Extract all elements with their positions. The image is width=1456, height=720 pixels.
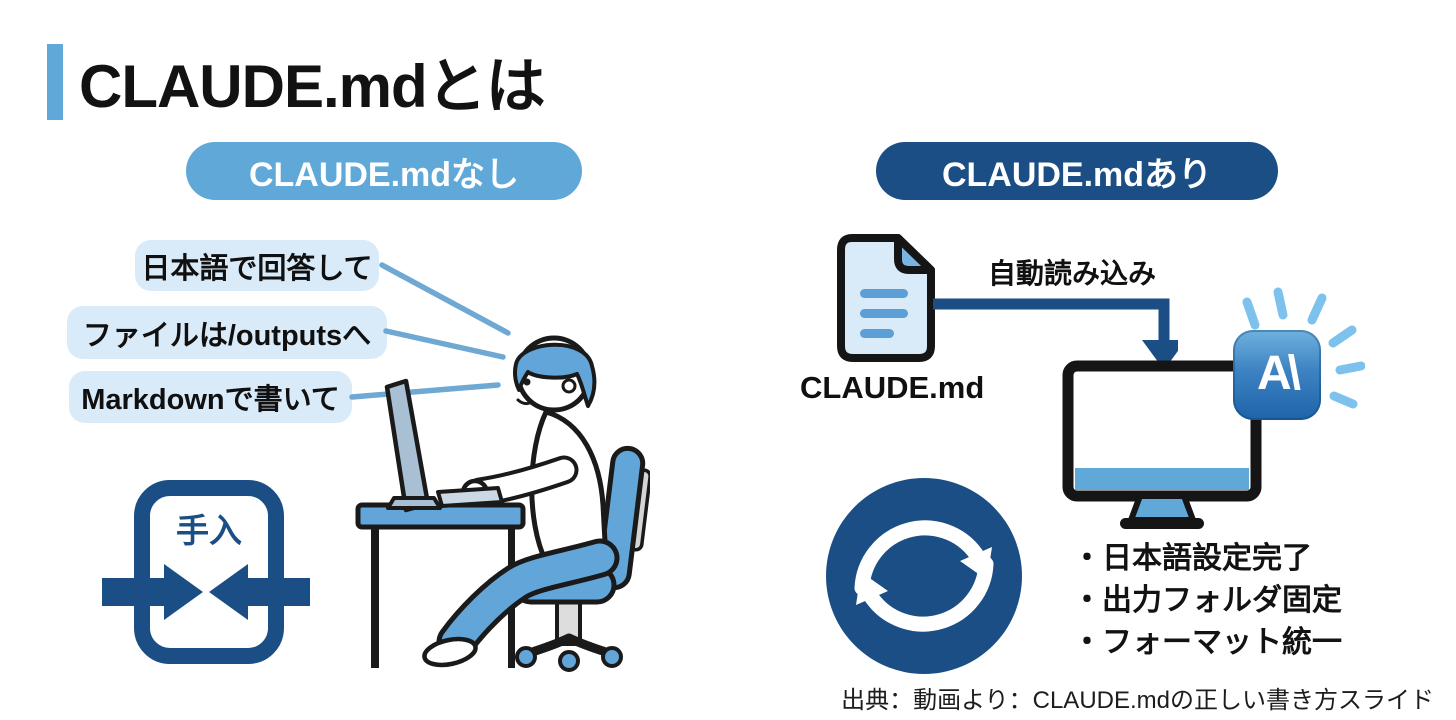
title-accent-bar bbox=[47, 43, 63, 120]
auto-load-label: 自動読み込み bbox=[988, 258, 1157, 289]
left-section-header: CLAUDE.mdなし bbox=[186, 142, 582, 200]
prompt-bubble: Markdownで書いて bbox=[69, 371, 352, 423]
manual-input-icon: 手入 bbox=[102, 480, 310, 664]
document-icon bbox=[837, 234, 935, 362]
person-at-desk-illustration bbox=[355, 335, 650, 672]
title-block: CLAUDE.mdとは bbox=[47, 38, 546, 125]
benefit-item: ・出力フォルダ固定 bbox=[1072, 584, 1342, 617]
sync-refresh-icon bbox=[826, 478, 1022, 674]
desk-monitor-base bbox=[386, 496, 442, 510]
converging-arrows-icon bbox=[102, 564, 310, 620]
manual-input-label: 手入 bbox=[176, 512, 242, 549]
desk-leg bbox=[371, 526, 379, 668]
file-label: CLAUDE.md bbox=[800, 370, 985, 405]
source-note: 出典：動画より：CLAUDE.mdの正しい書き方スライド bbox=[841, 687, 1434, 714]
desk-monitor bbox=[384, 378, 431, 513]
benefit-item: ・フォーマット統一 bbox=[1072, 626, 1342, 659]
prompt-bubble: ファイルは/outputsへ bbox=[67, 306, 387, 359]
monitor-icon bbox=[1062, 360, 1262, 529]
prompt-bubble: 日本語で回答して bbox=[135, 240, 379, 291]
keyboard bbox=[436, 486, 504, 508]
sparkle-rays-icon bbox=[1242, 287, 1365, 409]
claude-ai-glyph: A\ bbox=[1257, 346, 1301, 400]
claude-ai-logo: A\ bbox=[1233, 330, 1321, 420]
benefits-list: ・日本語設定完了 ・出力フォルダ固定 ・フォーマット統一 bbox=[1072, 538, 1342, 664]
right-section-header: CLAUDE.mdあり bbox=[876, 142, 1278, 200]
prompt-connector-lines bbox=[349, 262, 511, 400]
person bbox=[422, 335, 620, 668]
page-title: CLAUDE.mdとは bbox=[79, 53, 546, 120]
benefit-item: ・日本語設定完了 bbox=[1072, 542, 1312, 575]
